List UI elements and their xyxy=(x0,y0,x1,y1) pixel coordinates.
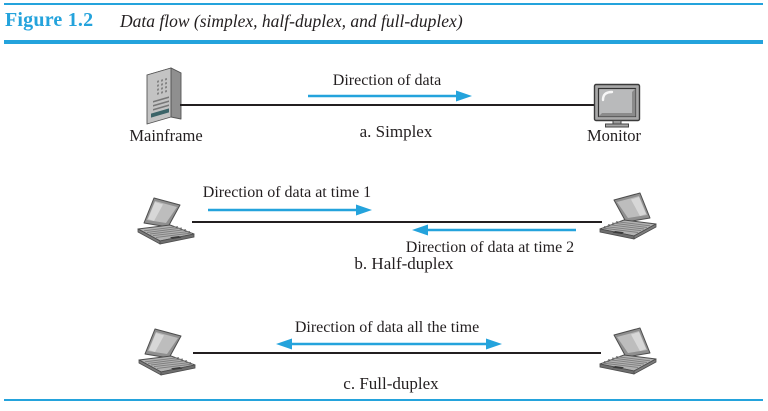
laptop-icon xyxy=(599,327,657,375)
laptop-icon xyxy=(137,197,195,245)
half-duplex-time1-label: Direction of data at time 1 xyxy=(202,184,372,201)
right-arrow-icon xyxy=(208,204,372,216)
laptop-icon xyxy=(599,192,657,240)
crt-monitor-icon xyxy=(593,83,641,128)
full-duplex-transmission-line xyxy=(193,352,601,354)
full-duplex-caption: c. Full-duplex xyxy=(343,374,439,393)
double-arrow-icon xyxy=(276,338,502,350)
mainframe-tower-icon xyxy=(146,67,182,125)
half-duplex-time2-label: Direction of data at time 2 xyxy=(405,239,575,256)
monitor-label: Monitor xyxy=(586,126,642,145)
top-rule xyxy=(4,3,763,5)
simplex-transmission-line xyxy=(180,104,598,106)
header-divider-rule xyxy=(4,40,763,44)
figure-title: Data flow (simplex, half-duplex, and ful… xyxy=(120,11,463,31)
right-arrow-icon xyxy=(308,90,472,102)
bottom-rule xyxy=(4,399,763,401)
figure-label: Figure 1.2 xyxy=(5,9,94,31)
half-duplex-transmission-line xyxy=(192,221,602,223)
simplex-caption: a. Simplex xyxy=(359,122,433,141)
simplex-direction-label: Direction of data xyxy=(332,72,442,89)
left-arrow-icon xyxy=(412,224,576,236)
mainframe-label: Mainframe xyxy=(129,126,203,145)
full-duplex-direction-label: Direction of data all the time xyxy=(294,319,480,336)
half-duplex-caption: b. Half-duplex xyxy=(354,254,454,273)
laptop-icon xyxy=(138,328,196,376)
